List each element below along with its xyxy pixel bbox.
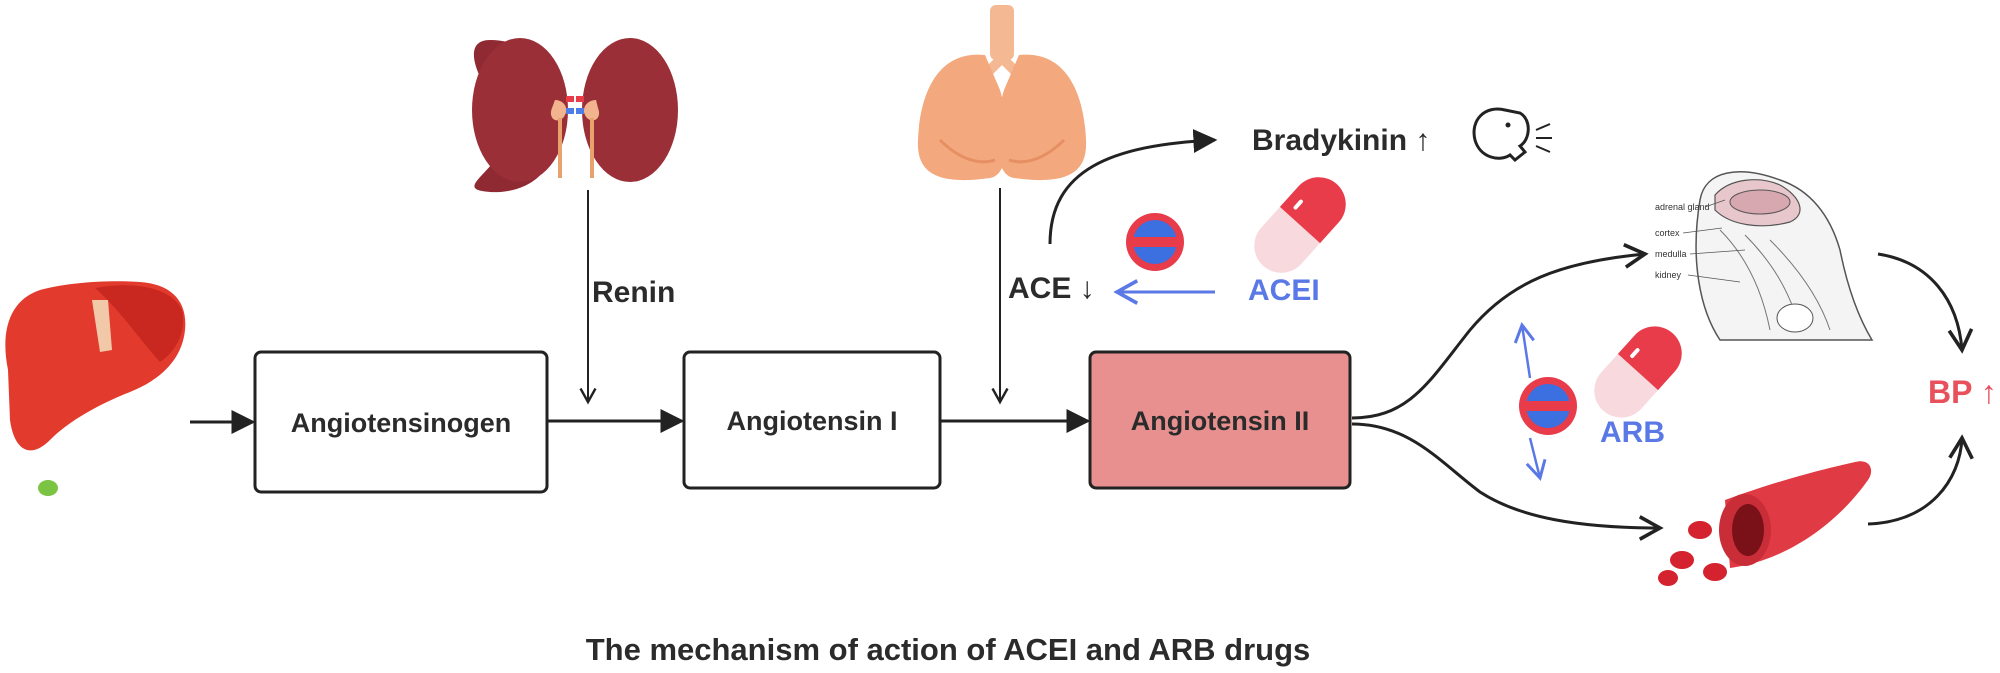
bradykinin-label: Bradykinin ↑ xyxy=(1252,124,1430,157)
cortex-label: cortex xyxy=(1655,228,1680,238)
adrenal-gland-label: adrenal gland xyxy=(1655,202,1710,212)
renin-label: Renin xyxy=(592,276,675,309)
arb-label: ARB xyxy=(1600,416,1665,449)
arb-inhibit-icon xyxy=(1519,377,1577,435)
acei-label: ACEI xyxy=(1248,274,1320,307)
node-angiotensin-1: Angiotensin I xyxy=(682,350,942,490)
node-angiotensinogen-label: Angiotensinogen xyxy=(291,408,511,438)
blood-vessel-icon xyxy=(1658,461,1872,586)
kidneys-icon xyxy=(472,38,678,193)
arrow-angiotensin-2-to-vessel xyxy=(1351,422,1664,541)
bp-label: BP ↑ xyxy=(1928,374,1997,410)
ace-label: ACE ↓ xyxy=(1008,272,1095,305)
arrow-adrenal-to-bp xyxy=(1877,252,1974,354)
adrenal-gland-icon: adrenal gland cortex medulla kidney xyxy=(1655,171,1874,341)
face-sneeze-icon xyxy=(1472,107,1552,163)
arb-inhibit-arrow-down xyxy=(1525,437,1547,481)
arrow-vessel-to-bp xyxy=(1867,434,1974,526)
arrow-angiotensin-2-to-adrenal xyxy=(1351,243,1649,420)
node-angiotensin-2-label: Angiotensin II xyxy=(1131,406,1310,436)
lungs-icon xyxy=(917,5,1087,181)
arb-pill-icon xyxy=(1594,326,1682,418)
kidney-label: kidney xyxy=(1655,270,1682,280)
node-angiotensin-1-label: Angiotensin I xyxy=(727,406,898,436)
node-angiotensin-2: Angiotensin II xyxy=(1088,350,1352,490)
acei-pill-icon xyxy=(1254,177,1346,273)
node-angiotensinogen: Angiotensinogen xyxy=(253,350,549,494)
arb-inhibit-arrow-up xyxy=(1513,321,1535,379)
figure-caption: The mechanism of action of ACEI and ARB … xyxy=(586,632,1311,667)
arrow-ace-to-bradykinin xyxy=(1048,129,1218,245)
acei-inhibit-icon xyxy=(1126,213,1184,271)
medulla-label: medulla xyxy=(1655,249,1687,259)
liver-icon xyxy=(5,281,186,496)
